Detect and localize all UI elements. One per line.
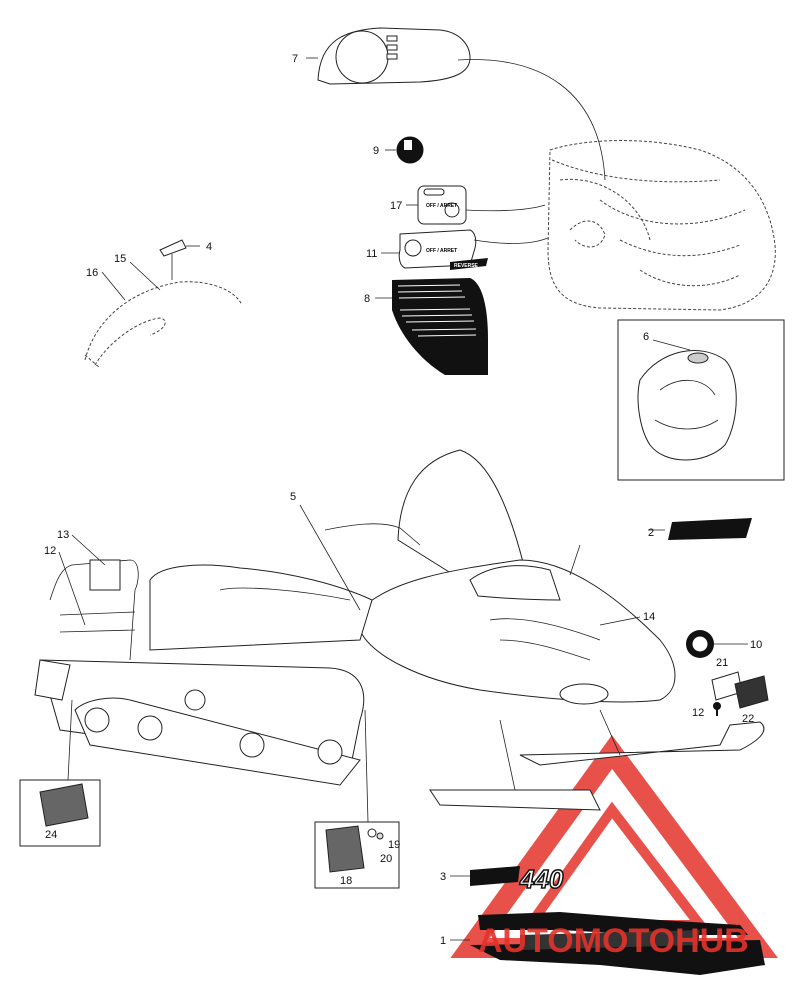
callout-18: 18 — [340, 875, 352, 887]
decal-22-reflector — [734, 675, 769, 709]
warning-decal — [375, 278, 488, 375]
callout-2: 2 — [648, 527, 654, 539]
callout-12b: 12 — [692, 707, 704, 719]
leader-2 — [569, 544, 581, 576]
round-decal — [385, 136, 424, 164]
callout-14: 14 — [643, 611, 655, 623]
callout-9: 9 — [373, 145, 379, 157]
callout-13: 13 — [57, 529, 69, 541]
decal-3-text: 440 — [519, 864, 564, 894]
callout-21: 21 — [716, 657, 728, 669]
callout-3: 3 — [440, 871, 446, 883]
decal-10-round — [686, 630, 748, 658]
watermark-brand-text: AUTOMOTOHUB — [478, 922, 749, 960]
callout-19: 19 — [388, 839, 400, 851]
callout-7: 7 — [292, 53, 298, 65]
hood-outline — [547, 140, 776, 311]
inset-box-part-18 — [314, 709, 400, 889]
leader-13 — [71, 534, 106, 566]
gauge-bezel-decal — [306, 27, 606, 181]
decal-1-stripe — [470, 912, 765, 975]
callout-20: 20 — [380, 853, 392, 865]
callout-22: 22 — [742, 713, 754, 725]
switch-decal-upper: OFF / ARRET — [406, 185, 546, 225]
decal-2-black-stripe — [668, 518, 752, 540]
snowmobile-illustration — [34, 449, 765, 811]
switch-decal-lower: OFF / ARRET REVERSE — [381, 229, 549, 270]
decal-3-script: 440 — [470, 863, 565, 895]
leader-14 — [599, 616, 641, 626]
callout-24: 24 — [45, 829, 57, 841]
leader-12a — [58, 551, 86, 626]
leader-5 — [299, 504, 361, 611]
screw-part-12 — [713, 702, 721, 716]
callout-6: 6 — [643, 331, 649, 343]
callout-15: 15 — [114, 253, 126, 265]
callout-1: 1 — [440, 935, 446, 947]
callout-4: 4 — [206, 241, 212, 253]
callout-5: 5 — [290, 491, 296, 503]
callout-10: 10 — [750, 639, 762, 651]
callout-8: 8 — [364, 293, 370, 305]
reverse-label: REVERSE — [454, 263, 479, 269]
inset-box-part-24 — [19, 699, 101, 847]
side-panel-outline — [84, 239, 243, 369]
inset-box-part-6 — [617, 319, 785, 481]
callout-17: 17 — [390, 200, 402, 212]
callout-16: 16 — [86, 267, 98, 279]
off-arret-label-lower: OFF / ARRET — [426, 248, 457, 254]
callout-11: 11 — [366, 248, 377, 260]
callout-12a: 12 — [44, 545, 56, 557]
off-arret-label-upper: OFF / ARRET — [426, 203, 457, 209]
